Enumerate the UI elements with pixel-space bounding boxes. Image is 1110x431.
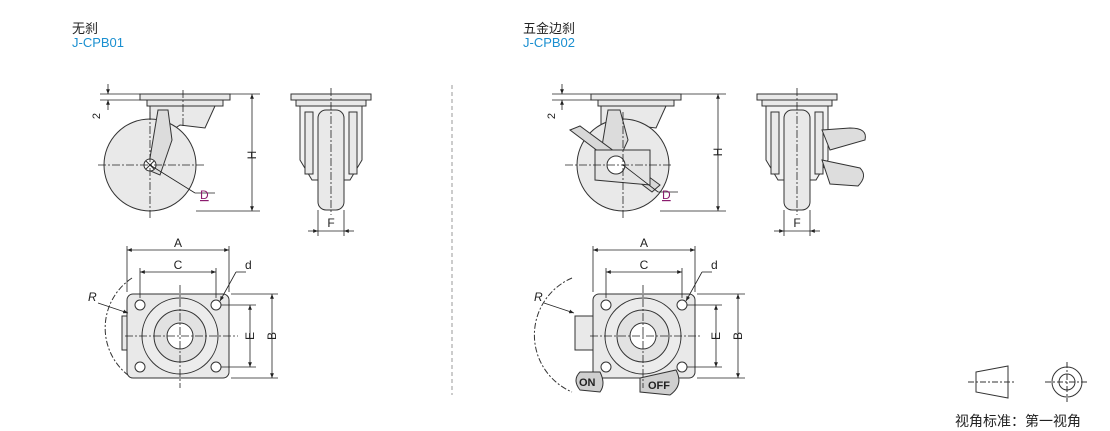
left-side-view (103, 93, 231, 212)
left-header: 无刹 J-CPB01 (72, 22, 124, 50)
right-dim-2: 2 (546, 113, 558, 119)
projection-value: 第一视角 (1025, 413, 1081, 429)
left-dim-a: A (174, 236, 182, 250)
projection-sep: ： (1011, 413, 1025, 429)
lock-off-label: OFF (648, 380, 670, 392)
right-header: 五金边刹 J-CPB02 (523, 22, 575, 50)
right-front-view (756, 93, 866, 211)
right-dim-h: H (711, 148, 725, 157)
right-top-dim-lines (543, 246, 745, 388)
left-dim-d-hole: d (245, 258, 252, 272)
left-side-dim-lines (98, 84, 260, 218)
right-dim-r: R (534, 290, 543, 304)
left-title: 无刹 (72, 21, 99, 36)
right-dim-b: B (731, 332, 745, 340)
left-dim-2: 2 (91, 113, 103, 119)
projection-standard: 视角标准：第一视角 (955, 411, 1081, 431)
projection-label: 视角标准 (955, 413, 1011, 429)
right-dim-e: E (709, 332, 723, 340)
left-dim-f: F (327, 216, 334, 230)
left-front-dim-lines (308, 88, 354, 236)
right-top-view (533, 277, 696, 396)
left-dim-b: B (265, 332, 279, 340)
left-top-dim-lines (97, 246, 278, 388)
left-dim-h: H (245, 151, 259, 160)
right-dim-d-hole: d (711, 258, 718, 272)
lock-on-label: ON (579, 377, 596, 389)
right-dim-f: F (793, 216, 800, 230)
right-dim-d-wheel: D (662, 188, 671, 202)
right-dim-a: A (640, 236, 648, 250)
right-side-dim-lines (552, 84, 726, 218)
left-dim-e: E (243, 332, 257, 340)
first-angle-projection-icon (968, 362, 1089, 402)
right-front-dim-lines (774, 88, 820, 236)
right-title: 五金边刹 (523, 21, 576, 36)
left-dim-r: R (88, 290, 97, 304)
left-top-view (104, 277, 230, 379)
left-code: J-CPB01 (72, 35, 125, 50)
right-code: J-CPB02 (523, 35, 576, 50)
right-dim-c: C (640, 258, 649, 272)
right-side-view (568, 93, 682, 212)
left-dim-d-wheel: D (200, 188, 209, 202)
left-dim-c: C (174, 258, 183, 272)
